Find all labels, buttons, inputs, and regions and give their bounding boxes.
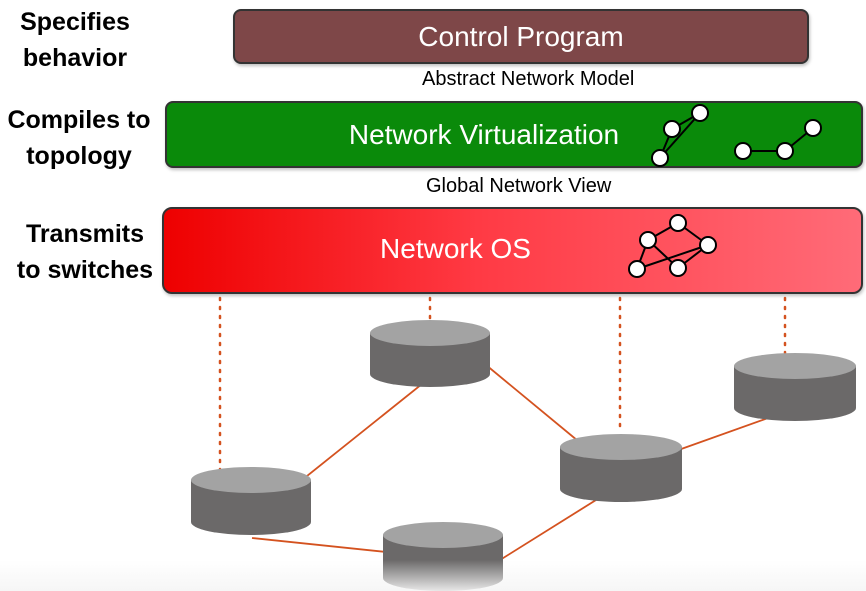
virtual-topology-graph-2	[734, 119, 822, 160]
switch-far-right	[734, 353, 856, 421]
graph-node	[669, 259, 687, 277]
switch-left	[191, 467, 311, 535]
side-label-line: to switches	[16, 256, 154, 284]
abstract-network-model-caption: Abstract Network Model	[422, 68, 635, 90]
side-label-line: Specifies	[20, 8, 130, 36]
graph-node	[639, 231, 657, 249]
side-label-compiles-to-topology: Compiles to topology	[0, 102, 158, 174]
side-label-line: behavior	[22, 44, 128, 72]
control-program-label: Control Program	[418, 20, 624, 52]
global-network-view-caption: Global Network View	[426, 175, 612, 197]
switch-middle-right	[560, 434, 682, 502]
graph-node	[628, 260, 646, 278]
graph-node	[663, 120, 681, 138]
control-program-box: Control Program	[233, 9, 809, 64]
graph-node	[804, 119, 822, 137]
side-label-line: topology	[26, 142, 132, 170]
side-label-transmits-to-switches: Transmits to switches	[6, 216, 164, 288]
side-label-line: Compiles to	[7, 106, 151, 134]
graph-node	[776, 142, 794, 160]
bottom-fade	[0, 560, 866, 591]
switch-top	[370, 320, 490, 387]
virtual-topology-graph-1	[651, 104, 709, 167]
physical-links	[251, 359, 786, 561]
network-os-label: Network OS	[380, 232, 531, 264]
switch-connectors	[218, 296, 787, 472]
side-label-line: Transmits	[25, 220, 145, 248]
side-label-specifies-behavior: Specifies behavior	[0, 4, 150, 76]
graph-node	[699, 236, 717, 254]
graph-node	[734, 142, 752, 160]
network-virtualization-label: Network Virtualization	[348, 118, 620, 150]
graph-node	[691, 104, 709, 122]
network-os-box: Network OS	[162, 207, 863, 294]
graph-node	[669, 214, 687, 232]
global-view-graph	[628, 214, 717, 278]
network-virtualization-box: Network Virtualization	[165, 101, 863, 168]
graph-node	[651, 149, 669, 167]
link	[499, 489, 613, 561]
